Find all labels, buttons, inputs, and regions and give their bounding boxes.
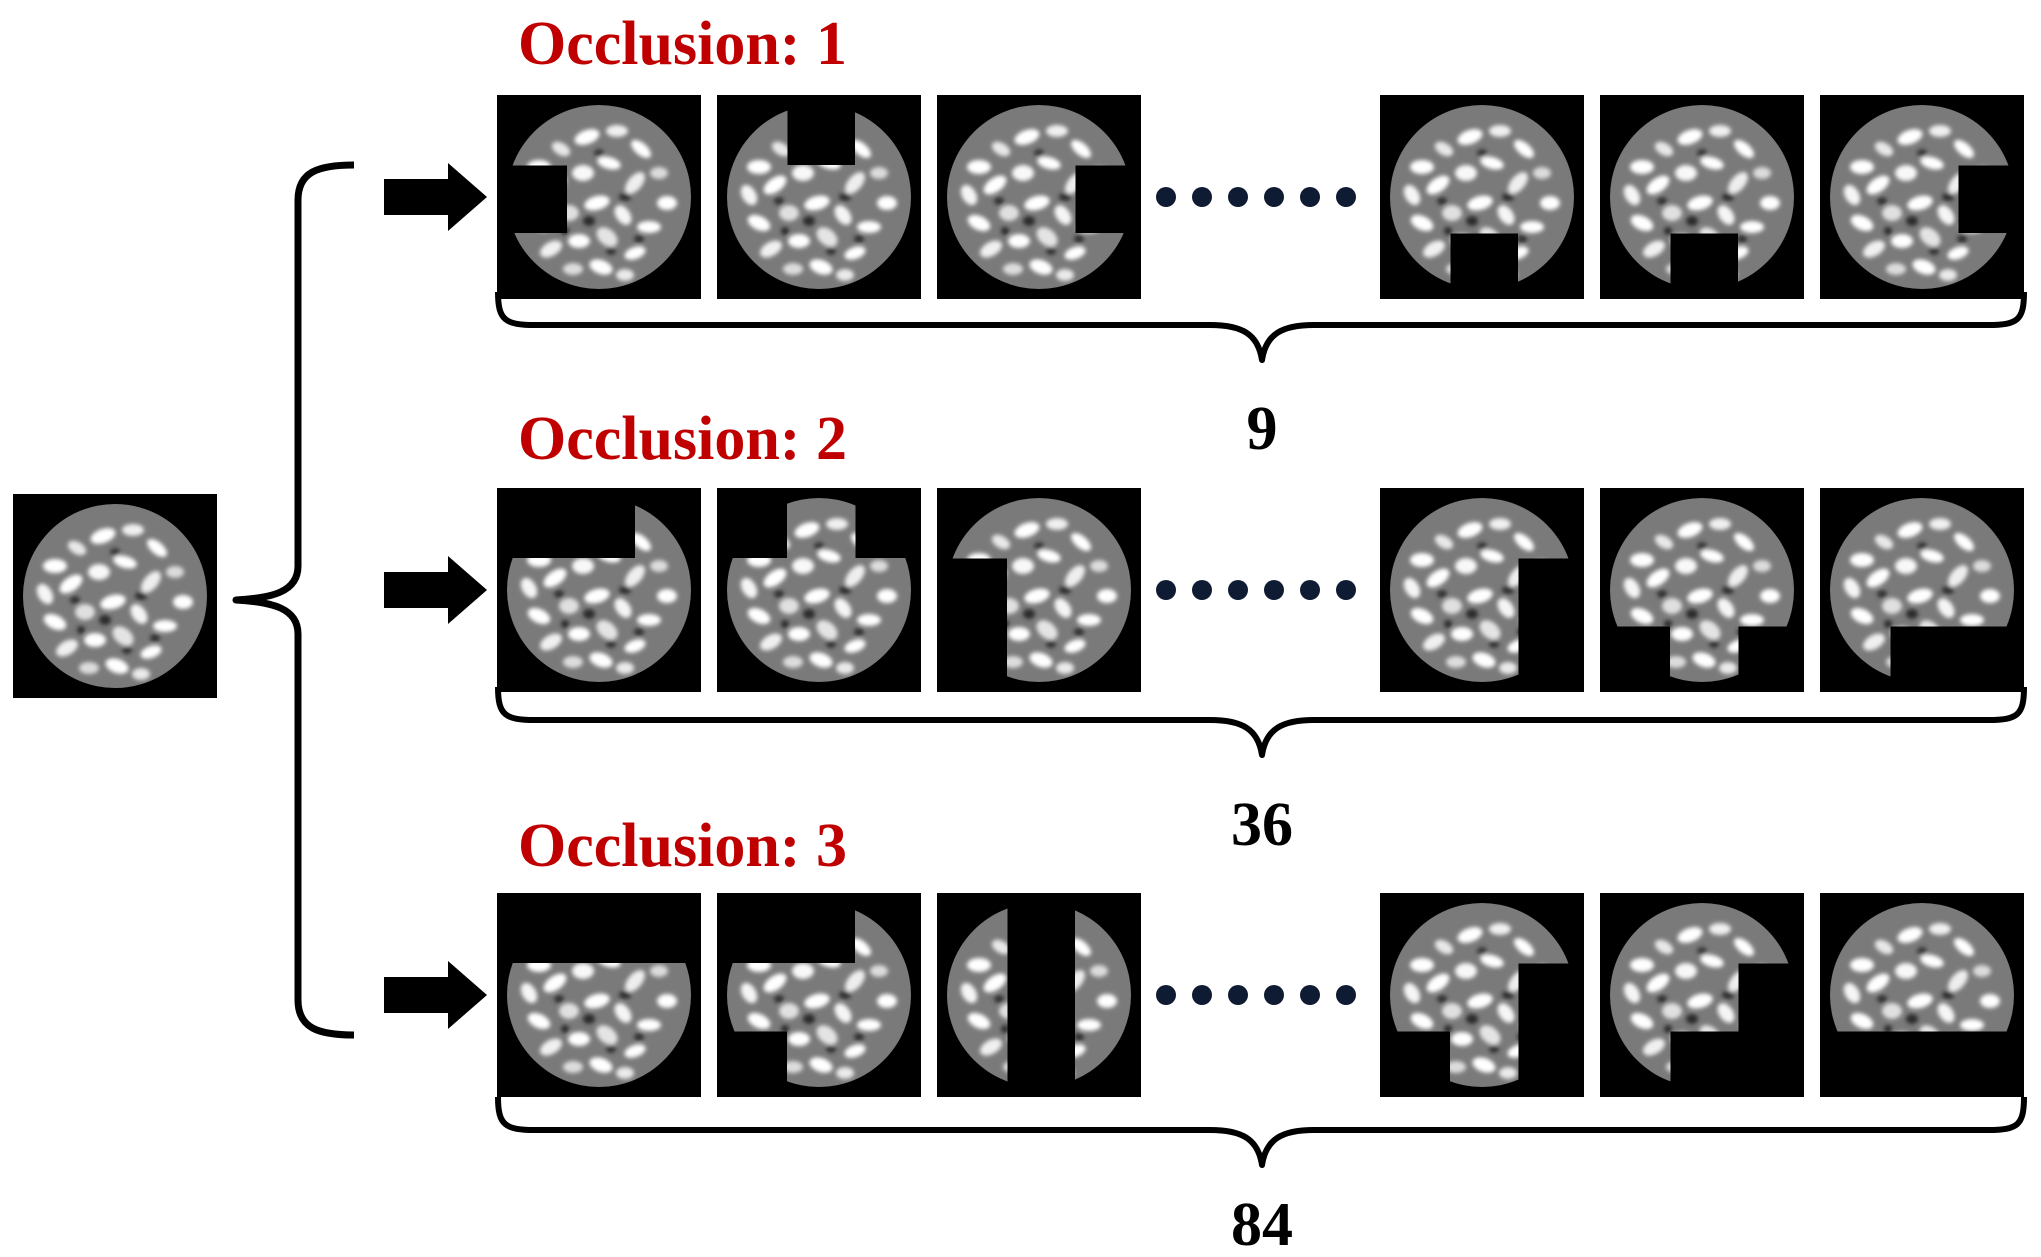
ellipsis-dot <box>1336 985 1356 1005</box>
ellipsis-dot <box>1300 187 1320 207</box>
occluded-tile <box>717 95 921 299</box>
occlusion-row-2: Occlusion: 2 36 <box>384 405 2027 859</box>
occluded-tile <box>937 488 1141 692</box>
occluded-tile <box>1380 488 1584 692</box>
ellipsis-dot <box>1228 985 1248 1005</box>
ellipsis-dot <box>1300 985 1320 1005</box>
arrow-icon <box>384 556 487 624</box>
ellipsis-dot <box>1156 580 1176 600</box>
combination-count: 36 <box>1231 791 1293 859</box>
occluded-tile <box>717 488 921 692</box>
combination-count: 9 <box>1247 395 1278 463</box>
source-image <box>13 494 217 698</box>
occluded-tile <box>497 488 701 692</box>
arrow-icon <box>384 961 487 1029</box>
ellipsis-dot <box>1336 580 1356 600</box>
occluded-tile <box>1380 95 1584 299</box>
occluded-tile <box>1380 893 1584 1097</box>
occluded-tile <box>1600 488 1804 692</box>
occluded-tile <box>497 95 701 299</box>
ellipsis-dot <box>1192 187 1212 207</box>
left-brace <box>232 161 355 1039</box>
row-title: Occlusion: 2 <box>518 405 847 473</box>
bottom-brace <box>495 1096 2027 1168</box>
occluded-tile <box>1820 893 2024 1097</box>
occlusion-row-1: Occlusion: 1 9 <box>384 10 2027 463</box>
ellipsis-dot <box>1264 187 1284 207</box>
ellipsis-dot <box>1228 187 1248 207</box>
occluded-tile <box>1820 488 2024 692</box>
occluded-tile <box>1820 95 2024 299</box>
occluded-tile <box>497 893 701 1097</box>
row-title: Occlusion: 1 <box>518 10 847 78</box>
ellipsis-dot <box>1264 985 1284 1005</box>
ellipsis-dot <box>1192 985 1212 1005</box>
ellipsis-dot <box>1336 187 1356 207</box>
ellipsis-dot <box>1300 580 1320 600</box>
combination-count: 84 <box>1231 1191 1293 1257</box>
occluded-tile <box>717 893 921 1097</box>
occlusion-row-3: Occlusion: 3 84 <box>384 812 2027 1257</box>
rows-layer: Occlusion: 1 9 Occlusion: 2 36 Occlusion: 3 8… <box>384 10 2027 1257</box>
row-title: Occlusion: 3 <box>518 812 847 880</box>
occluded-tile <box>1600 95 1804 299</box>
occluded-tile <box>937 95 1141 299</box>
occluded-tile <box>1600 893 1804 1097</box>
arrow-icon <box>384 163 487 231</box>
ellipsis-dot <box>1228 580 1248 600</box>
ellipsis-dot <box>1156 985 1176 1005</box>
bottom-brace <box>495 686 2027 758</box>
bottom-brace <box>495 291 2027 363</box>
ellipsis-dot <box>1156 187 1176 207</box>
ellipsis-dot <box>1264 580 1284 600</box>
occluded-tile <box>937 893 1141 1097</box>
ellipsis-dot <box>1192 580 1212 600</box>
